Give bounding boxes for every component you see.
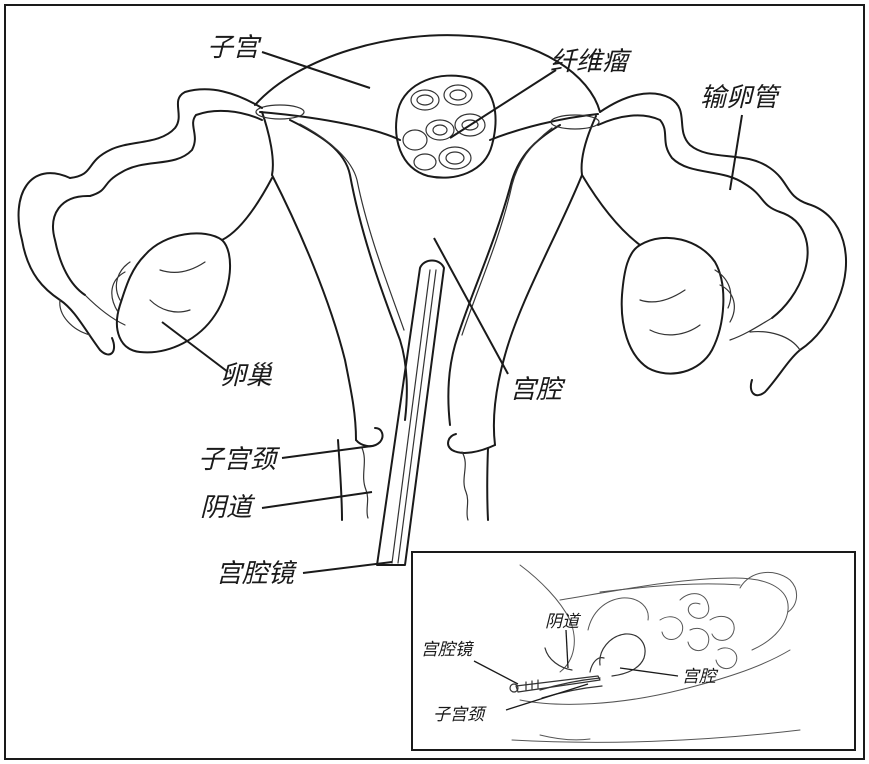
uterus-body-left <box>262 112 356 440</box>
fibroid-mass <box>396 76 495 178</box>
uterus-fundus <box>255 35 600 112</box>
label-uterine-cavity: 宫腔 <box>510 375 566 405</box>
leader-uterus <box>262 52 370 88</box>
label-fibroid: 纤维瘤 <box>550 47 632 77</box>
cavity-right-wall-inner <box>462 128 552 335</box>
uterus-illustration <box>19 35 846 565</box>
left-tube-fimbria <box>19 173 115 354</box>
main-labels: 子宫 纤维瘤 输卵管 卵巢 宫腔 子宫颈 阴道 宫腔镜 <box>198 33 782 589</box>
left-fimbria-detail <box>60 295 125 335</box>
right-fimbria-fingers <box>715 270 734 322</box>
left-ovarian-ligament <box>222 178 272 240</box>
vagina-wall-right <box>487 448 488 520</box>
leader-vagina <box>262 492 372 508</box>
vaginal-fold-left <box>362 448 368 518</box>
left-ovary-texture <box>150 262 205 312</box>
leader-cervix <box>282 446 372 458</box>
right-ovarian-ligament <box>582 175 640 245</box>
leader-hysteroscope <box>303 562 392 573</box>
right-ovary-texture <box>640 290 700 335</box>
label-vagina: 阴道 <box>200 493 256 523</box>
inset-label-cervix: 子宫颈 <box>433 705 487 725</box>
vagina-wall-left <box>338 440 342 520</box>
left-ovary <box>117 233 230 352</box>
label-fallopian-tube: 输卵管 <box>700 83 782 113</box>
inset-label-hysteroscope: 宫腔镜 <box>421 640 475 660</box>
cervix-left <box>356 428 382 446</box>
leader-fibroid <box>450 70 556 138</box>
label-hysteroscope: 宫腔镜 <box>216 559 298 589</box>
inset-label-uterine-cavity: 宫腔 <box>682 667 719 687</box>
leader-ovary <box>162 322 228 372</box>
right-fimbria-detail <box>730 318 800 350</box>
leader-uterine-cavity <box>434 238 508 374</box>
right-tube-fimbria <box>751 204 846 395</box>
label-uterus: 子宫 <box>207 33 262 63</box>
inset-label-vagina: 阴道 <box>545 612 582 632</box>
vaginal-fold-right <box>462 452 468 520</box>
label-ovary: 卵巢 <box>220 361 274 391</box>
left-fallopian-tube <box>70 89 262 196</box>
right-ovary <box>622 238 724 374</box>
label-cervix: 子宫颈 <box>198 445 281 475</box>
cavity-left-wall-inner <box>300 124 404 330</box>
inset-panel: 阴道 宫腔镜 宫腔 子宫颈 <box>412 552 855 750</box>
